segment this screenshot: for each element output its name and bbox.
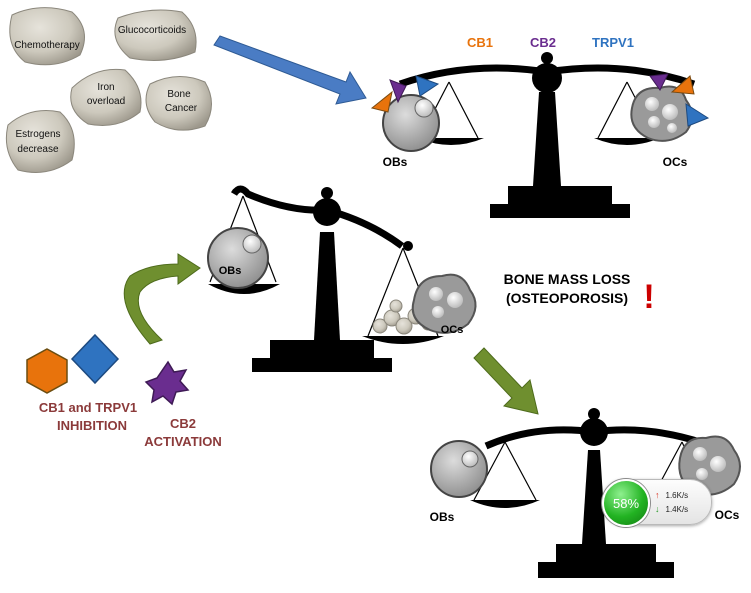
arrow-treatment-curve xyxy=(123,253,201,345)
risk-label-iron: Iron xyxy=(97,82,114,93)
risk-label-overload: overload xyxy=(87,96,125,107)
risk-factor-glucocorticoids: Glucocorticoids xyxy=(114,9,197,61)
download-speed: 1.4K/s xyxy=(665,504,689,514)
risk-factor-bone-cancer: Bone Cancer xyxy=(145,76,212,131)
trpv1-diamond-shape xyxy=(70,333,120,385)
exclamation-mark: ! xyxy=(643,278,654,316)
rebalanced-obs-label: OBs xyxy=(430,510,455,524)
treatment-inhibition: INHIBITION xyxy=(57,418,127,433)
risk-label-bone: Bone xyxy=(167,89,191,100)
balance-scale-healthy: CB1 CB2 TRPV1 OBs OCs xyxy=(370,35,710,218)
outcome-line-2: (OSTEOPOROSIS) xyxy=(506,290,628,306)
label-cb1: CB1 xyxy=(467,35,493,50)
download-arrow-icon: ↓ xyxy=(655,504,660,514)
healthy-osteoclast-cell xyxy=(630,85,693,142)
risk-label-estrogens: Estrogens xyxy=(15,129,60,140)
label-trpv1: TRPV1 xyxy=(592,35,634,50)
upload-speed: 1.6K/s xyxy=(665,490,689,500)
outcome-line-1: BONE MASS LOSS xyxy=(504,271,631,287)
risk-factor-estrogens-decrease: Estrogens decrease xyxy=(5,110,75,173)
osteoporosis-obs-label: OBs xyxy=(219,265,242,277)
osteoporosis-ocs-label: OCs xyxy=(441,324,464,336)
balance-scale-osteoporosis: OBs OCs xyxy=(207,185,477,372)
rebalanced-osteoblast-cell xyxy=(430,440,488,498)
risk-label-cancer: Cancer xyxy=(165,103,198,114)
risk-label-chemotherapy: Chemotherapy xyxy=(14,40,80,51)
healthy-obs-label: OBs xyxy=(383,155,408,169)
upload-arrow-icon: ↑ xyxy=(655,490,660,500)
download-row: ↓ 1.4K/s xyxy=(655,504,688,514)
arrow-to-rebalanced xyxy=(473,347,539,415)
risk-label-glucocorticoids: Glucocorticoids xyxy=(118,25,186,36)
arrow-risk-to-balance xyxy=(213,35,367,105)
upload-row: ↑ 1.6K/s xyxy=(655,490,688,500)
cb2-star-shape xyxy=(144,360,190,406)
rebalanced-left-pan xyxy=(470,441,540,508)
risk-factor-chemotherapy: Chemotherapy xyxy=(9,7,85,66)
cpu-percent-badge[interactable]: 58% xyxy=(602,479,650,527)
risk-factor-iron-overload: Iron overload xyxy=(70,68,142,126)
receptors-on-ocs xyxy=(649,73,710,127)
treatment-labels: CB1 and TRPV1 INHIBITION CB2 ACTIVATION xyxy=(39,400,222,449)
receptors-on-obs xyxy=(370,75,440,113)
osteoporosis-osteoblast-cell xyxy=(207,227,269,289)
healthy-osteoblast-cell xyxy=(382,94,440,152)
healthy-ocs-label: OCs xyxy=(663,155,688,169)
treatment-cb2: CB2 xyxy=(170,416,196,431)
label-cb2: CB2 xyxy=(530,35,556,50)
cb1-hexagon-shape xyxy=(26,348,68,394)
outcome-label: BONE MASS LOSS (OSTEOPOROSIS) ! xyxy=(504,271,655,316)
osteoporosis-osteoclast-cell xyxy=(411,273,477,334)
risk-label-decrease: decrease xyxy=(17,144,59,155)
treatment-cb1-trpv1: CB1 and TRPV1 xyxy=(39,400,137,415)
network-speed-widget[interactable]: 58% ↑ 1.6K/s ↓ 1.4K/s xyxy=(602,479,712,527)
treatment-activation: ACTIVATION xyxy=(144,434,222,449)
rebalanced-ocs-label: OCs xyxy=(715,508,740,522)
